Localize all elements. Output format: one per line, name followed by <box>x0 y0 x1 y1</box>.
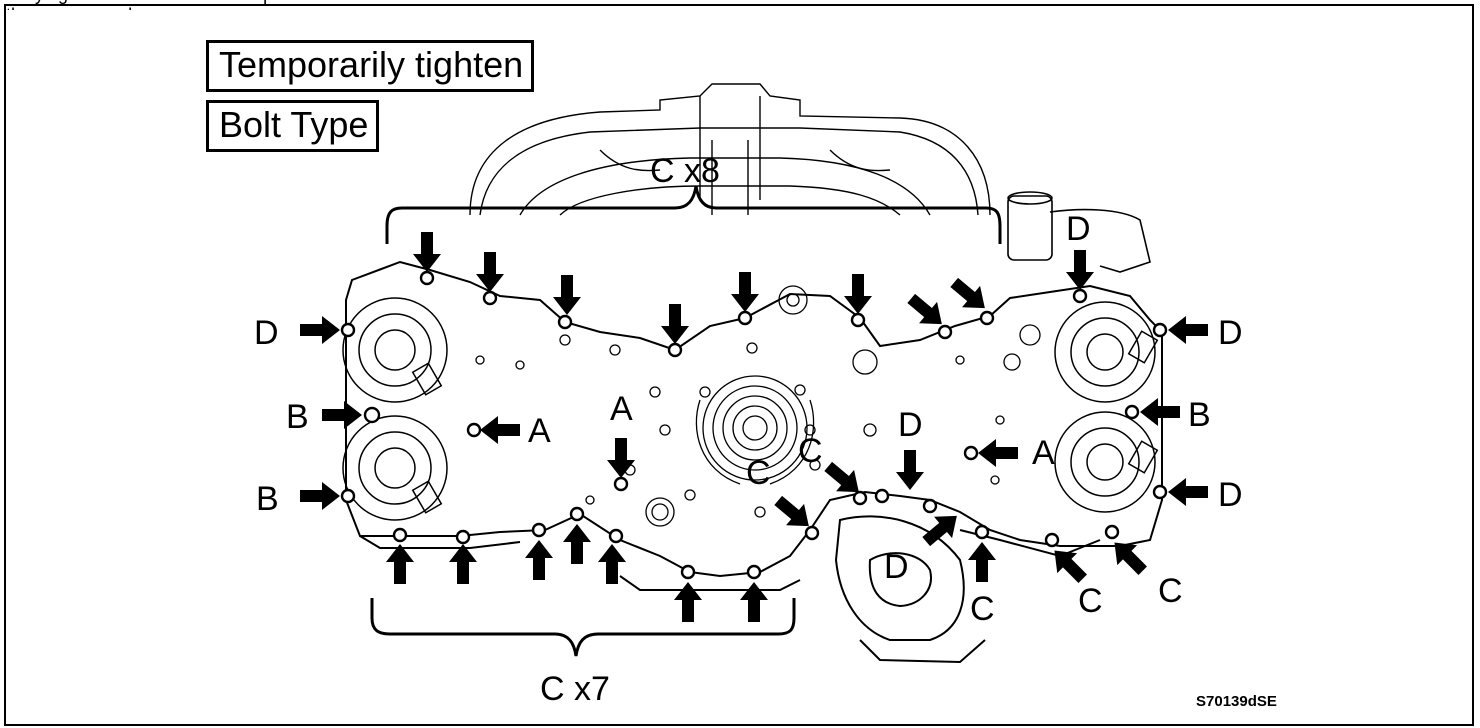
intake-manifold-outline <box>469 83 991 216</box>
callout-right-b: B <box>1188 396 1211 434</box>
callout-bottom-c-2: C <box>1158 572 1183 610</box>
callout-center-d: D <box>898 406 923 444</box>
oil-filter <box>1007 191 1151 273</box>
callout-right-d-top: D <box>1066 210 1091 248</box>
bottom-group-label: C x7 <box>540 670 610 708</box>
callout-bottom-c-1: C <box>1078 582 1103 620</box>
top-group-label: C x8 <box>650 152 720 190</box>
figure-frame <box>4 4 1474 726</box>
bolt-group-brackets <box>370 185 1002 657</box>
cam-sprockets <box>342 297 1159 521</box>
bolt-arrows <box>300 232 1208 622</box>
bolt-heads <box>340 270 1168 580</box>
callout-right-a: A <box>1032 434 1055 472</box>
callout-left-a: A <box>528 412 551 450</box>
callout-pump-d: D <box>884 548 909 586</box>
bolt-type-label: Bolt Type <box>206 100 380 152</box>
callout-left-b-upper: B <box>286 398 309 436</box>
figure-id: S70139dSE <box>1196 693 1277 710</box>
callout-center-a: A <box>610 390 633 428</box>
callout-right-d-upper: D <box>1218 314 1243 352</box>
callout-center-c-right: C <box>798 432 823 470</box>
engine-block-outline <box>345 260 1163 664</box>
callout-pump-c: C <box>970 590 995 628</box>
header-text: Fully tighten the bolts in several passe… <box>6 0 360 10</box>
temporarily-tighten-label: Temporarily tighten <box>206 40 535 92</box>
callout-right-d-lower: D <box>1218 476 1243 514</box>
callout-left-d: D <box>254 314 279 352</box>
cut-off-header-text: Fully tighten the bolts in several passe… <box>0 0 360 10</box>
callout-left-b-lower: B <box>256 480 279 518</box>
callout-center-c-left: C <box>746 454 771 492</box>
crankshaft-cover <box>475 285 1041 527</box>
